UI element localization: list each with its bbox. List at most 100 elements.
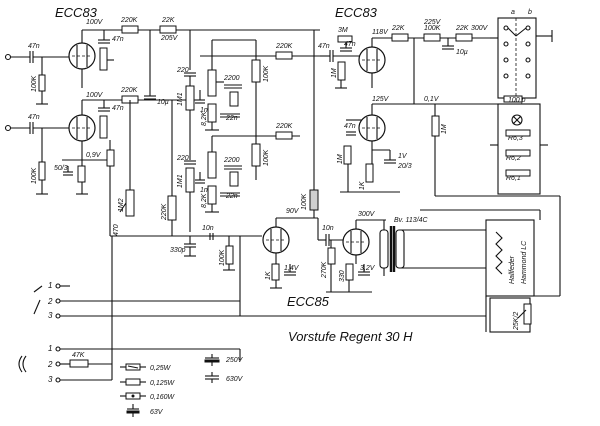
label-pin-b: b — [528, 9, 532, 16]
label-v-300b: 300V — [358, 211, 376, 218]
label-v-1: 1V — [398, 153, 408, 160]
label-c-470: 470 — [113, 224, 120, 236]
label-r-220k-d: 220K — [275, 123, 293, 130]
tube-ecc83-1b — [68, 100, 96, 160]
label-r-270k: 270K — [321, 261, 328, 279]
coupling-3m: 47n 3M 47n 1M — [318, 27, 360, 89]
label-v-225: 225V — [423, 19, 442, 26]
label-r-1m-a: 1M — [331, 68, 338, 78]
label-r-100k-a: 100K — [31, 75, 38, 92]
label-r-1m1-b: 1M1 — [177, 174, 184, 188]
label-v-205: 205V — [160, 35, 179, 42]
label-pin-a: a — [511, 9, 515, 16]
legend-item-025w: 0,25W — [120, 363, 172, 372]
label-r-1k-a: 1K — [359, 181, 366, 190]
label-r-100k-c: 100K — [263, 65, 270, 82]
label-w025: 0,25W — [150, 365, 172, 372]
tube-label-ecc85: ECC85 — [287, 294, 330, 309]
label-pin-1a: 1 — [48, 281, 52, 290]
label-v-01: 0,1V — [424, 96, 440, 103]
label-r-100k-b: 100K — [31, 167, 38, 184]
label-v-32: 3,2V — [360, 265, 376, 272]
tone-network-2: 220 1M1 1n 2200 22n 8,2K 220K 100K — [176, 123, 300, 232]
connector-b: 1 2 3 47K — [18, 236, 240, 384]
label-c-10n-a: 10n — [202, 225, 214, 232]
label-r-100k-g: 100K — [301, 193, 308, 210]
label-c-47n-c: 47n — [28, 114, 40, 121]
label-50-3: 50/3 — [54, 165, 68, 172]
label-c-1n-b: 1n — [200, 187, 208, 194]
label-pin-2a: 2 — [47, 297, 53, 306]
label-w0125: 0,125W — [150, 380, 176, 387]
label-r-220k-b: 220K — [120, 87, 138, 94]
label-r-82k-b: 8,2K — [201, 193, 208, 208]
tube-ecc85-a — [262, 218, 290, 264]
label-v-14: 1,4V — [284, 265, 300, 272]
label-hall: Hallfeder — [509, 255, 516, 284]
label-c-330p: 330p — [170, 247, 186, 254]
label-c-47n-e: 47n — [318, 43, 330, 50]
legend-item-0125w: 0,125W — [120, 378, 176, 387]
label-r-100k-e: 100K — [424, 25, 441, 32]
label-r-47k: 47K — [72, 352, 85, 359]
label-r-1m-c: 1M — [337, 154, 344, 164]
label-tr-bv: Bv. 113/4C — [394, 217, 429, 224]
selector-switch: a b — [490, 9, 553, 99]
label-v630: 630V — [226, 376, 244, 383]
legend: 0,25W 0,125W 0,160W 63V 250V — [120, 354, 244, 417]
label-v-118: 118V — [372, 29, 389, 36]
label-c-10u-a: 10µ — [157, 99, 169, 106]
label-r-100-p: 100 p — [508, 97, 526, 104]
label-r-220k-c: 220K — [275, 43, 293, 50]
label-r-1m1-a: 1M1 — [177, 92, 184, 106]
legend-item-250v: 250V — [204, 354, 244, 366]
label-c-47n-a: 47n — [28, 43, 40, 50]
label-r-25k2: 25K/2 — [513, 312, 520, 331]
label-c-10u-b: 10µ — [456, 49, 468, 56]
label-r-100k-d: 100K — [263, 149, 270, 166]
label-c-10n-b: 10n — [322, 225, 334, 232]
lamp-block: 100 p R6,3 R6,2 R6,1 — [490, 95, 548, 195]
label-v-300: 300V — [471, 25, 489, 32]
label-pin-1b: 1 — [48, 344, 52, 353]
tube-ecc83-2b — [358, 104, 386, 150]
label-c-47n-b: 47n — [112, 36, 124, 43]
label-r-1k-b: 1K — [265, 271, 272, 280]
connector-a: 1 2 3 — [33, 281, 240, 320]
legend-item-016w: 0,160W — [120, 392, 176, 401]
transformer-bv113 — [379, 220, 420, 276]
label-r-3m: 3M — [338, 27, 348, 34]
label-v-100a: 100V — [86, 19, 104, 26]
reverb-box: Hallfeder Hammond LC 25K/2 — [420, 219, 535, 333]
label-r-82k-a: 8,2K — [201, 111, 208, 126]
label-c-2200-a: 2200 — [223, 75, 240, 82]
label-w016: 0,160W — [150, 394, 176, 401]
label-hammond: Hammond LC — [521, 240, 528, 284]
label-c-220-a: 220 — [176, 67, 189, 74]
tube-label-ecc83-right: ECC83 — [335, 5, 378, 20]
label-r-220k-e: 220K — [161, 203, 168, 221]
label-c-2200-b: 2200 — [223, 157, 240, 164]
label-c-1n-a: 1n — [200, 107, 208, 114]
label-c-220-b: 220 — [176, 155, 189, 162]
label-r-220k-a: 220K — [120, 17, 138, 24]
label-r-22k-b: 22K — [391, 25, 405, 32]
label-pin-3b: 3 — [48, 375, 53, 384]
tube-label-ecc83-left: ECC83 — [55, 5, 98, 20]
label-c-47n-d: 47n — [112, 105, 124, 112]
label-r-22k-c: 22K — [455, 25, 469, 32]
label-r-1m-b: 1M — [441, 124, 448, 134]
label-r-63-a: R6,3 — [508, 135, 523, 142]
legend-item-63v: 63V — [126, 404, 164, 417]
label-r-1m2: 1M2 — [118, 198, 125, 212]
tube-ecc83-1a — [68, 30, 96, 88]
diagram-title: Vorstufe Regent 30 H — [288, 329, 413, 344]
label-r-61: R6,1 — [506, 175, 521, 182]
input-stage-2: 47n 100K — [4, 114, 72, 195]
label-c-20-3: 20/3 — [397, 163, 412, 170]
tube-ecc85-b — [342, 220, 370, 264]
label-v-90: 90V — [286, 208, 300, 215]
input-stage-1: 47n 100K — [4, 43, 72, 105]
label-r-100k-f: 100K — [219, 249, 226, 266]
